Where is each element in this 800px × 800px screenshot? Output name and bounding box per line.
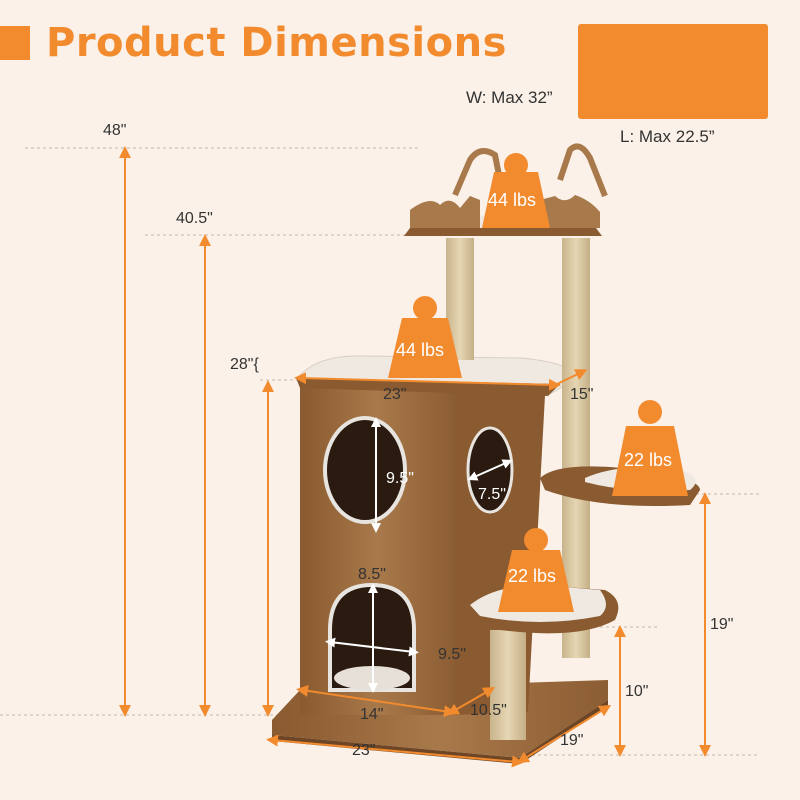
lower-platform-height-label: 10"	[625, 683, 649, 700]
lower-door-height-label: 9.5"	[438, 646, 466, 663]
weight-icon	[482, 153, 550, 228]
cabinet-base-width-label: 14"	[360, 706, 384, 723]
lower-door-width-label: 8.5"	[358, 566, 386, 583]
top-perch-weight-label: 44 lbs	[488, 190, 537, 210]
cabinet-top-weight-label: 44 lbs	[396, 340, 445, 360]
base-depth-label: 19"	[560, 732, 584, 749]
page-title: Product Dimensions	[46, 20, 507, 66]
orange-label-box	[578, 24, 768, 119]
lower-short-post	[490, 630, 526, 740]
top-width-label: 23"	[383, 386, 407, 403]
header-accent-bar	[0, 26, 30, 60]
weight-icon	[612, 400, 688, 496]
upper-hole-label: 9.5"	[386, 470, 414, 487]
side-hole-arrow	[467, 459, 513, 481]
top-width-arrow	[294, 372, 561, 391]
base-depth-arrow	[516, 704, 612, 764]
upper-round-hole	[323, 416, 407, 524]
lower-platform-weight-label: 22 lbs	[508, 566, 557, 586]
right-platform-height-label: 19"	[710, 616, 734, 633]
total-height-label: 48"	[103, 122, 127, 139]
side-hole-label: 7.5"	[478, 486, 506, 503]
cabinet-base-depth-label: 10.5"	[470, 702, 507, 719]
cabinet-base-depth-arrow	[446, 686, 496, 716]
top-perch-board	[404, 228, 602, 236]
cabinet-base-width-arrow	[296, 684, 456, 718]
base-width-arrow	[266, 734, 524, 768]
cabinet-height-label: 28"{	[230, 356, 259, 373]
top-perch-right-wall	[540, 195, 600, 228]
right-platform-weight-label: 22 lbs	[624, 450, 673, 470]
weight-icons	[388, 153, 688, 612]
base-width-label: 23"	[352, 742, 376, 759]
top-depth-arrow	[554, 369, 588, 386]
max-width-note: W: Max 32”	[466, 88, 553, 107]
weight-icon	[388, 296, 462, 378]
top-depth-label: 15"	[570, 386, 594, 403]
top-perch-left-wall	[410, 196, 480, 228]
cat-ear-left	[452, 148, 503, 197]
upper-platform-height-label: 40.5"	[176, 210, 213, 227]
max-length-note: L: Max 22.5”	[620, 127, 715, 146]
cat-ear-right	[557, 143, 608, 198]
weight-icon	[498, 528, 574, 612]
